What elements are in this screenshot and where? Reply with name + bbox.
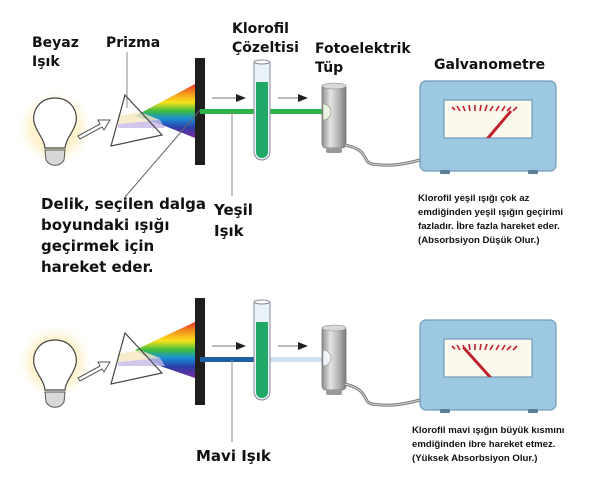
cable [344, 382, 421, 407]
chlorophyll-label-line: Çözeltisi [232, 40, 299, 56]
slit-plate [195, 298, 205, 405]
photoelectric-tube-icon [321, 324, 347, 395]
galvanometer-icon [419, 80, 557, 174]
explanation-line: Klorofil yeşil ışığı çok az [418, 193, 530, 204]
green-light-label-line: Yeşil [214, 201, 253, 219]
slit-caption-line: hareket eder. [41, 258, 154, 276]
galvanometer-needle [486, 110, 512, 138]
blue-beam [200, 357, 258, 362]
white-light-label: Beyaz Işık [32, 34, 79, 72]
white-light-label-line: Işık [32, 54, 60, 70]
chlorophyll-solution-label: Klorofil Çözeltisi [232, 20, 299, 58]
spectrum-fan [135, 322, 195, 378]
top-setup [15, 52, 557, 198]
top-explanation: Klorofil yeşil ışığı çok az emdiğinden y… [418, 192, 563, 248]
photoelectric-label-line: Tüp [315, 60, 344, 76]
slit-leader-line [124, 109, 201, 198]
galvanometer-label: Galvanometre [434, 57, 546, 73]
photoelectric-label-line: Fotoelektrik [315, 41, 411, 57]
incident-arrow-icon [77, 119, 111, 140]
prism-label: Prizma [106, 35, 161, 51]
photoelectric-tube-label: Fotoelektrik Tüp [315, 40, 411, 78]
light-bulb-icon [15, 322, 95, 408]
blue-light-label: Mavi Işık [196, 447, 271, 465]
galvanometer-needle [462, 347, 492, 377]
photoelectric-tube-icon [321, 82, 347, 153]
explanation-line: fazladır. İbre fazla hareket eder. [418, 221, 560, 232]
transmitted-beam [268, 357, 325, 362]
chlorophyll-label-line: Klorofil [232, 21, 289, 37]
test-tube-icon [253, 59, 271, 161]
slit-caption: Delik, seçilen dalga boyundaki ışığı geç… [41, 194, 206, 278]
prism-icon [110, 93, 164, 147]
galvanometer-icon [419, 319, 557, 413]
test-tube-icon [253, 299, 271, 401]
prism-icon [110, 331, 164, 385]
slit-caption-line: Delik, seçilen dalga [41, 195, 207, 213]
explanation-line: emdiğinden yeşil ışığın geçirimi [418, 207, 564, 218]
beam-arrow-icon [298, 342, 308, 350]
light-bulb-icon [15, 88, 95, 168]
slit-caption-line: boyundaki ışığı [41, 216, 170, 234]
beam-arrow-icon [236, 342, 246, 350]
beam-arrow-icon [236, 94, 246, 102]
green-light-label: Yeşil Işık [214, 200, 253, 242]
bottom-explanation: Klorofil mavi ışığın büyük kısmını emdiğ… [412, 424, 564, 466]
white-light-label-line: Beyaz [32, 35, 79, 51]
slit-caption-line: geçirmek için [41, 237, 155, 255]
green-light-label-line: Işık [214, 222, 244, 240]
beam-arrow-icon [298, 94, 308, 102]
spectrum-fan [135, 84, 195, 138]
bottom-setup [15, 298, 557, 442]
explanation-line: (Absorbsiyon Düşük Olur.) [418, 235, 540, 246]
explanation-line: emdiğinden ibre hareket etmez. [412, 439, 556, 450]
incident-arrow-icon [77, 361, 111, 382]
explanation-line: Klorofil mavi ışığın büyük kısmını [412, 425, 565, 436]
explanation-line: (Yüksek Absorbsiyon Olur.) [412, 453, 538, 464]
